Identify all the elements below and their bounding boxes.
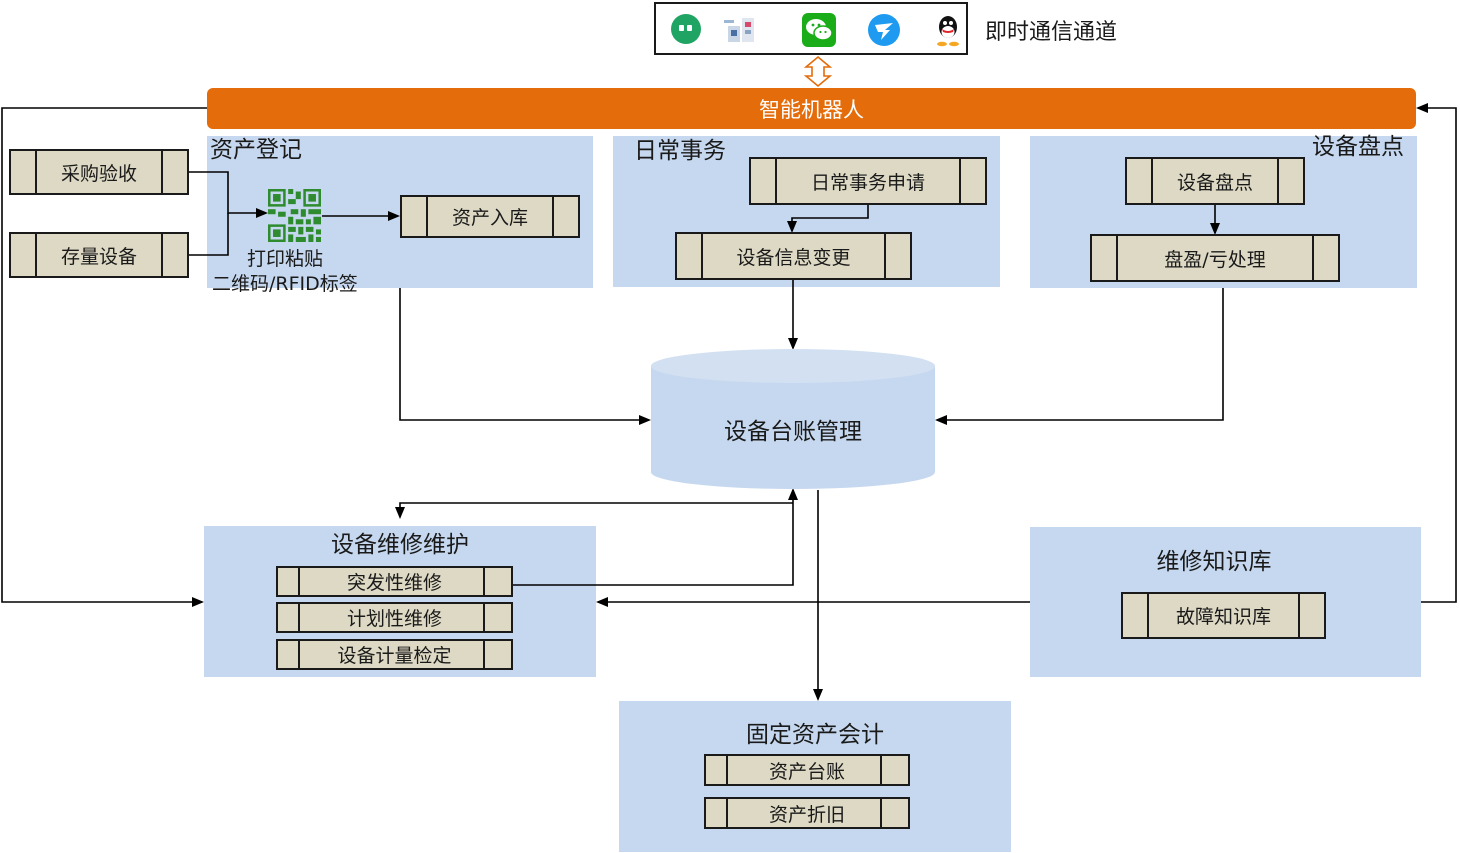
- info-change-box: 设备信息变更: [675, 232, 912, 280]
- line-repair-to-ledger: [512, 488, 798, 586]
- qr-caption-line2: 二维码/RFID标签: [212, 273, 358, 295]
- fault-kb-box: 故障知识库: [1121, 592, 1326, 639]
- line-robot-to-maintenance: [1, 107, 207, 607]
- depreciation-box: 资产折旧: [704, 797, 910, 829]
- line-knowledge-to-robot: [1416, 103, 1457, 603]
- planned-repair-label: 计划性维修: [346, 608, 442, 630]
- dingtalk-icon: [868, 14, 900, 46]
- surplus-loss-box: 盘盈/亏处理: [1090, 234, 1340, 282]
- asset-inbound-label: 资产入库: [451, 207, 528, 229]
- line-request-to-change: [787, 204, 869, 233]
- im-robot-double-arrow: [803, 55, 833, 88]
- robot-bar: 智能机器人: [207, 88, 1416, 129]
- ledger-label: 设备台账管理: [724, 419, 862, 445]
- emergency-repair-box: 突发性维修: [276, 566, 513, 597]
- daily-request-label: 日常事务申请: [810, 171, 925, 194]
- wechat-icon: [802, 13, 836, 47]
- daily-request-box: 日常事务申请: [749, 157, 987, 205]
- surplus-loss-label: 盘盈/亏处理: [1164, 248, 1266, 271]
- line-purchase-to-qr: [188, 171, 268, 218]
- metrology-check-box: 设备计量检定: [276, 639, 513, 670]
- line-existing-to-qr: [188, 213, 229, 256]
- line-inventory-to-ledger: [935, 288, 1224, 425]
- existing-equipment-label: 存量设备: [60, 245, 137, 268]
- emergency-repair-label: 突发性维修: [346, 572, 442, 594]
- maintenance-title: 设备维修维护: [331, 532, 469, 558]
- knowledge-base-title: 维修知识库: [1156, 549, 1272, 575]
- info-change-label: 设备信息变更: [736, 246, 851, 269]
- line-ledger-to-maintenance: [395, 502, 793, 519]
- line-registration-to-ledger: [399, 288, 651, 425]
- hangouts-icon: [671, 14, 701, 44]
- inventory-title: 设备盘点: [1312, 134, 1404, 160]
- depreciation-label: 资产折旧: [768, 803, 845, 826]
- purchase-acceptance-label: 采购验收: [60, 162, 137, 185]
- im-channel-label: 即时通信通道: [985, 20, 1118, 45]
- fault-kb-label: 故障知识库: [1175, 606, 1271, 628]
- equipment-inventory-box: 设备盘点: [1125, 157, 1305, 205]
- im-channel-box: [654, 2, 968, 55]
- planned-repair-box: 计划性维修: [276, 602, 513, 633]
- ledger-cylinder: [651, 349, 935, 489]
- qr-caption-line1: 打印粘贴: [247, 248, 324, 270]
- purchase-acceptance-box: 采购验收: [9, 149, 189, 195]
- asset-inbound-box: 资产入库: [400, 195, 580, 238]
- existing-equipment-box: 存量设备: [9, 232, 189, 278]
- asset-ledger-box: 资产台账: [704, 754, 910, 786]
- asset-registration-title: 资产登记: [210, 137, 302, 163]
- asset-ledger-label: 资产台账: [768, 760, 845, 783]
- daily-affairs-title: 日常事务: [634, 138, 726, 164]
- qq-icon: [937, 16, 959, 47]
- equipment-inventory-label: 设备盘点: [1176, 171, 1253, 194]
- fixed-asset-accounting-title: 固定资产会计: [746, 722, 884, 748]
- metrology-check-label: 设备计量检定: [337, 645, 452, 667]
- enterprise-app-icon: [724, 18, 754, 42]
- robot-label: 智能机器人: [759, 97, 864, 122]
- qr-code-icon: [268, 189, 321, 242]
